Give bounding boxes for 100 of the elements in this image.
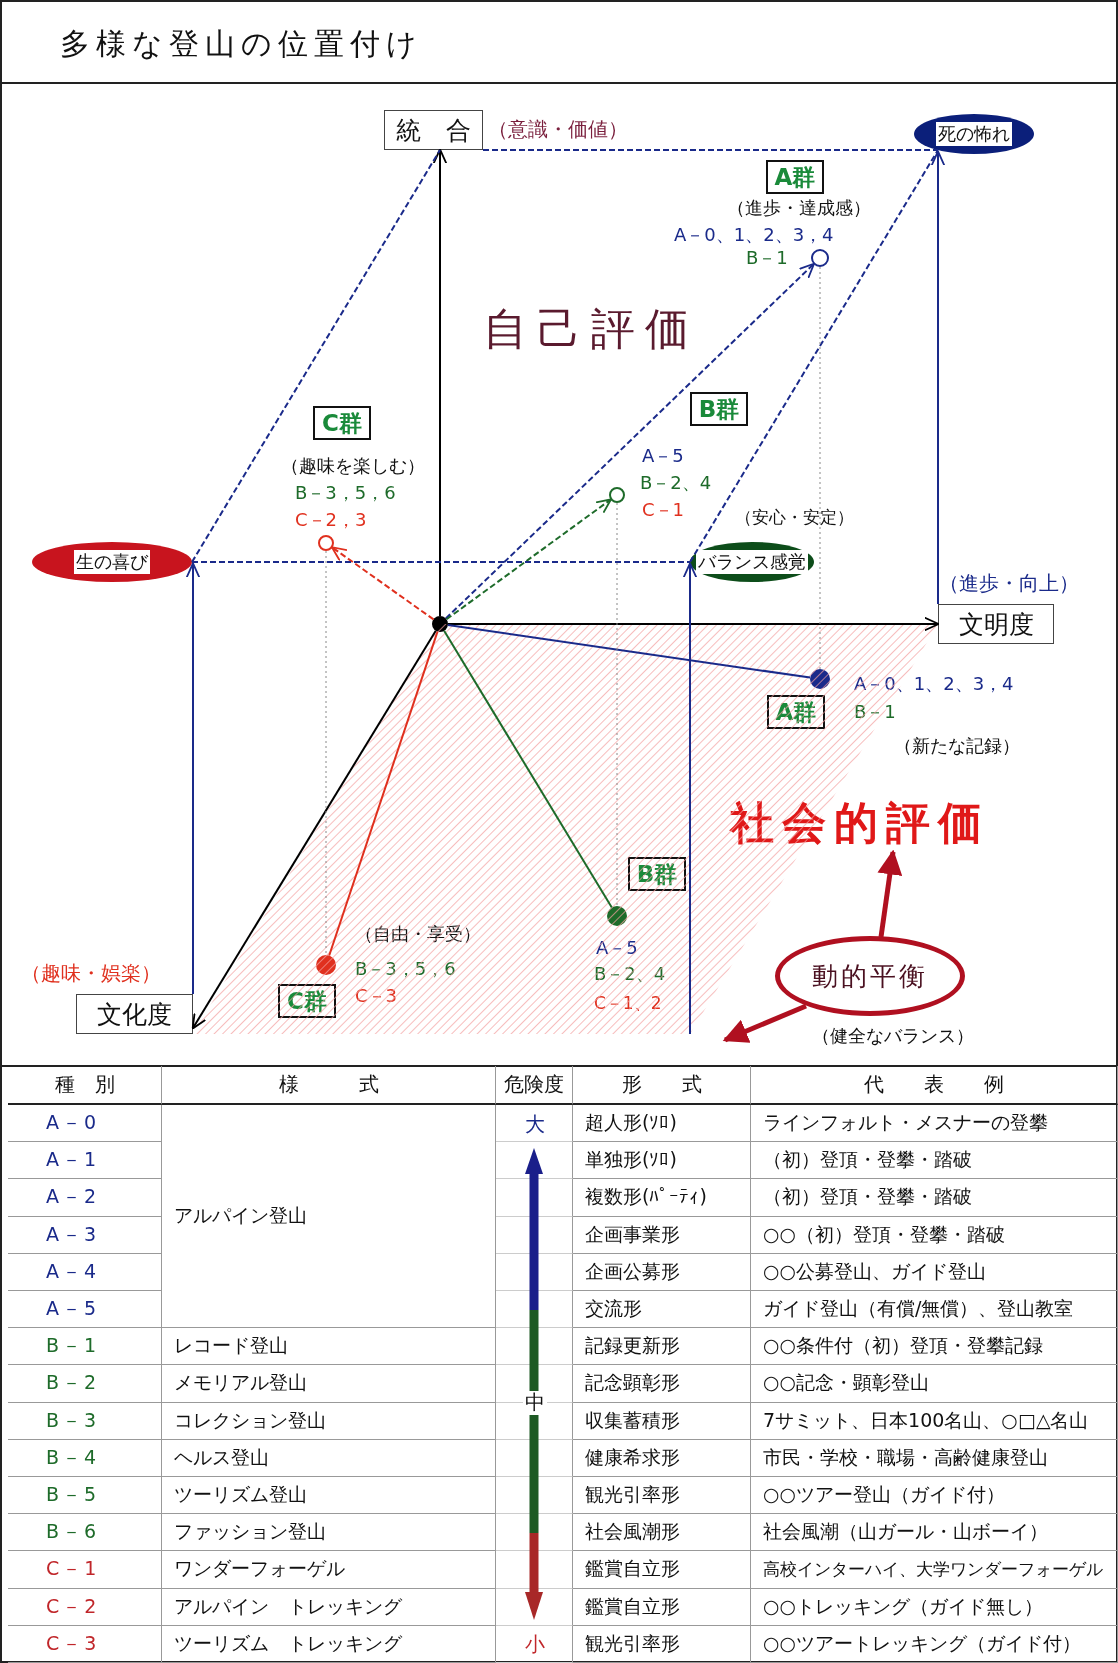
style-name: コレクション登山: [162, 1402, 496, 1440]
style-name: ツーリズム登山: [162, 1477, 496, 1515]
example-text: ○○条件付（初）登頂・登攀記録: [751, 1328, 1118, 1366]
axis-label: 統 合: [384, 110, 483, 150]
dashed-line: [819, 266, 821, 670]
example-text: 市民・学校・職場・高齢健康登山: [751, 1439, 1118, 1477]
point-caption: （趣味・娯楽）: [21, 962, 161, 985]
example-text: ○○記念・顕彰登山: [751, 1365, 1118, 1403]
form-name: 超人形(ｿﾛ): [573, 1105, 751, 1143]
form-name: 交流形: [573, 1291, 751, 1329]
dashed-line: [616, 502, 618, 907]
type-code: C－2: [8, 1588, 162, 1626]
example-text: ラインフォルト・メスナーの登攀: [751, 1105, 1118, 1143]
form-name: 単独形(ｿﾛ): [573, 1142, 751, 1180]
dashed-line: [191, 561, 691, 563]
point-caption: C－1、2: [594, 994, 662, 1014]
connector-line: [328, 630, 439, 957]
arrow: [444, 262, 815, 620]
type-code: B－1: [8, 1328, 162, 1366]
form-name: 鑑賞自立形: [573, 1551, 751, 1589]
arrow: [930, 150, 946, 605]
point-caption: A－5: [596, 938, 638, 959]
point-caption: B－1: [746, 248, 788, 269]
dashed-line: [689, 149, 939, 563]
point-caption: B－1: [854, 702, 896, 723]
connector-line: [443, 629, 613, 909]
point-caption: （新たな記録）: [894, 736, 1020, 757]
column-header: 危険度: [496, 1066, 573, 1105]
axis-label: 文明度: [938, 604, 1054, 644]
point-caption: （趣味を楽しむ）: [281, 456, 425, 477]
arrow: [722, 1003, 807, 1043]
example-text: ○○（初）登頂・登攀・踏破: [751, 1216, 1118, 1254]
type-code: B－5: [8, 1477, 162, 1515]
style-name: ワンダーフォーゲル: [162, 1551, 496, 1589]
dashed-line: [482, 149, 939, 151]
risk-level: 大: [523, 1112, 547, 1136]
type-code: A－2: [8, 1179, 162, 1217]
group-label: C群: [313, 406, 371, 440]
evaluation-heading: 自己評価: [483, 302, 699, 356]
style-name: ヘルス登山: [162, 1439, 496, 1477]
arrow: [331, 546, 435, 621]
point-caption: C－3: [355, 986, 398, 1007]
category-oval: [690, 542, 814, 582]
form-name: 企画事業形: [573, 1216, 751, 1254]
diagram-title: 多様な登山の位置付け: [60, 25, 423, 63]
open-circle-marker: [811, 249, 829, 267]
style-name: メモリアル登山: [162, 1365, 496, 1403]
form-name: 記念顕彰形: [573, 1365, 751, 1403]
point-caption: （進歩・向上）: [939, 572, 1079, 595]
form-name: 収集蓄積形: [573, 1402, 751, 1440]
style-name: アルパイン トレッキング: [162, 1588, 496, 1626]
category-oval: [32, 542, 192, 582]
style-name: アルパイン登山: [162, 1105, 496, 1329]
column-header: 代 表 例: [751, 1066, 1118, 1105]
arrow: [682, 562, 698, 1035]
point-caption: A－0、1、2、3，4: [854, 674, 1014, 695]
point-caption: （自由・享受）: [355, 924, 481, 945]
dashed-line: [191, 149, 441, 563]
axis-label: 文化度: [76, 994, 193, 1034]
type-code: A－0: [8, 1105, 162, 1143]
point-caption: （進歩・達成感）: [727, 198, 871, 219]
arrow: [432, 148, 448, 617]
point-caption: （安心・安定）: [735, 506, 854, 529]
style-name: レコード登山: [162, 1328, 496, 1366]
column-header: 種 別: [8, 1066, 162, 1105]
type-code: B－4: [8, 1439, 162, 1477]
group-label: B群: [690, 392, 748, 426]
point-caption: （意識・価値）: [488, 118, 628, 141]
example-text: 高校インターハイ、大学ワンダーフォーゲル: [751, 1551, 1118, 1589]
category-label: 生の喜び: [74, 550, 150, 574]
open-circle-marker: [318, 535, 334, 551]
form-name: 観光引率形: [573, 1477, 751, 1515]
type-code: C－3: [8, 1625, 162, 1663]
risk-level: 中: [523, 1390, 547, 1415]
type-code: C－1: [8, 1551, 162, 1589]
category-label: 死の怖れ: [936, 122, 1012, 146]
example-text: ガイド登山（有償/無償）、登山教室: [751, 1291, 1118, 1329]
style-name: ファッション登山: [162, 1514, 496, 1552]
point-caption: B－3，5，6: [355, 959, 456, 980]
example-text: ○○ツアー登山（ガイド付）: [751, 1477, 1118, 1515]
point-caption: A－0、1、2、3，4: [674, 225, 834, 246]
point-caption: C－1: [642, 500, 685, 521]
arrow: [185, 562, 201, 995]
open-circle-marker: [609, 487, 625, 503]
form-name: 健康希求形: [573, 1439, 751, 1477]
type-code: A－5: [8, 1291, 162, 1329]
style-name: ツーリズム トレッキング: [162, 1625, 496, 1663]
form-name: 記録更新形: [573, 1328, 751, 1366]
type-code: B－3: [8, 1402, 162, 1440]
type-code: B－2: [8, 1365, 162, 1403]
arrow: [877, 849, 903, 938]
point-caption: B－2、4: [594, 964, 666, 985]
point-caption: C－2，3: [295, 510, 367, 531]
example-text: ○○公募登山、ガイド登山: [751, 1253, 1118, 1291]
example-text: 7サミット、日本100名山、○□△名山: [751, 1402, 1118, 1440]
form-name: 鑑賞自立形: [573, 1588, 751, 1626]
example-text: （初）登頂・登攀・踏破: [751, 1179, 1118, 1217]
evaluation-heading: 社会的評価: [730, 795, 990, 851]
dashed-line: [325, 550, 327, 956]
type-code: A－3: [8, 1216, 162, 1254]
